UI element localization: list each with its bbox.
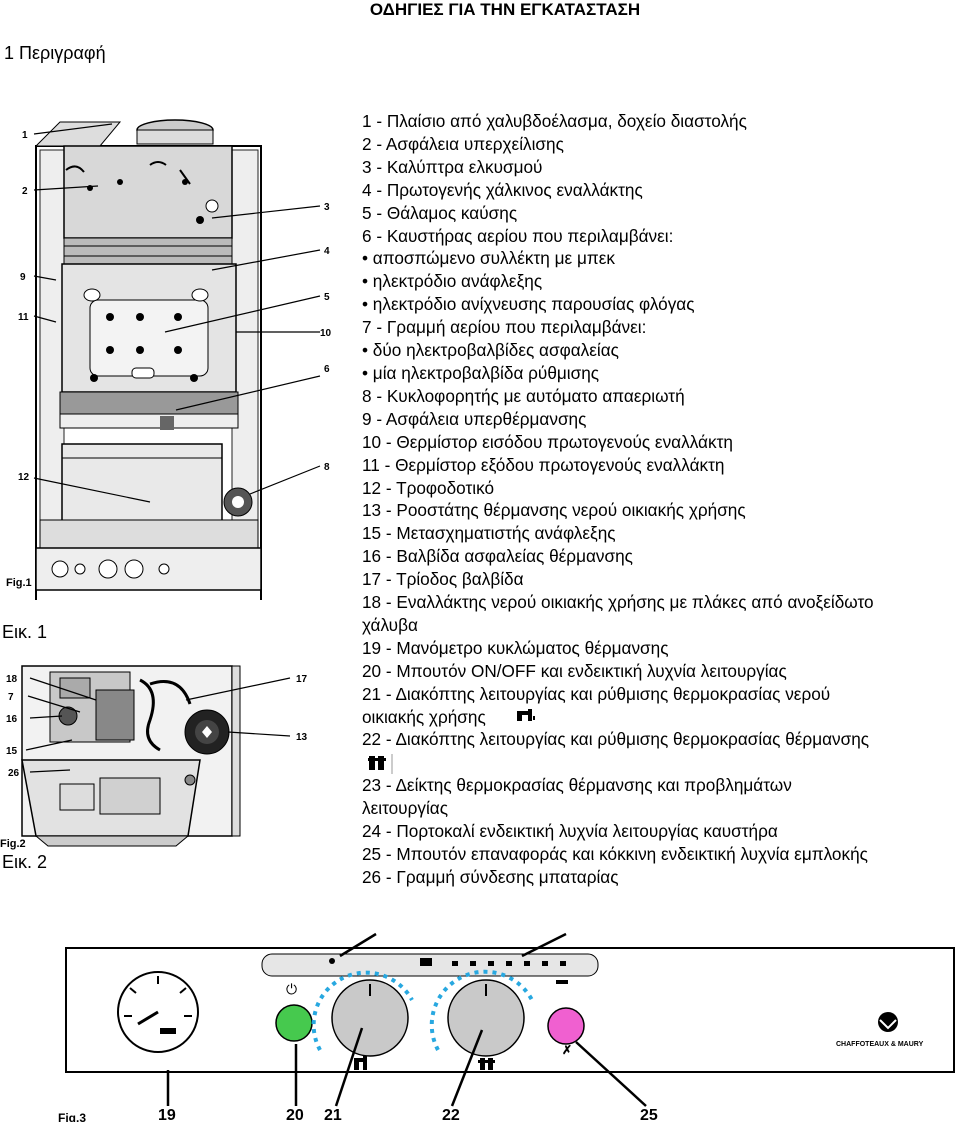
fig3-small-label: Fig.3 (58, 1111, 86, 1122)
legend-item: • ηλεκτρόδιο ανίχνευσης παρουσίας φλόγας (362, 294, 695, 315)
fig1-small-label: Fig.1 (6, 577, 32, 589)
control-panel-figure: ⏻ ✗ CHAFFOTEAUX & MAURY 19 20 21 22 2 (58, 932, 955, 1122)
legend-item: 6 - Καυστήρας αερίου που περιλαμβάνει: (362, 225, 674, 246)
legend-item: • δύο ηλεκτροβαλβίδες ασφαλείας (362, 340, 619, 361)
legend-item: 25 - Μπουτόν επαναφοράς και κόκκινη ενδε… (362, 843, 868, 864)
legend-item: 3 - Καλύπτρα ελκυσμού (362, 156, 543, 177)
callout-5: 5 (324, 292, 330, 303)
callout-17: 17 (296, 674, 308, 685)
legend-item: 10 - Θερμίστορ εισόδου πρωτογενούς εναλλ… (362, 431, 733, 452)
legend-item: 26 - Γραμμή σύνδεσης μπαταρίας (362, 866, 619, 887)
legend-item: 9 - Ασφάλεια υπερθέρμανσης (362, 408, 587, 429)
parts-legend: 1 - Πλαίσιο από χαλυβδοέλασμα, δοχείο δι… (362, 110, 874, 889)
callout-13: 13 (296, 732, 308, 743)
legend-item: 24 - Πορτοκαλί ενδεικτική λυχνία λειτουρ… (362, 821, 778, 842)
legend-item: 15 - Μετασχηματιστής ανάφλεξης (362, 523, 616, 544)
legend-item: 18 - Εναλλάκτης νερού οικιακής χρήσης με… (362, 592, 874, 613)
legend-item: 8 - Κυκλοφορητής με αυτόματο απαεριωτή (362, 385, 685, 406)
document-title: ΟΔΗΓΙΕΣ ΓΙΑ ΤΗΝ ΕΓΚΑΤΑΣΤΑΣΗ (369, 0, 641, 19)
legend-item: 17 - Τρίοδος βαλβίδα (362, 569, 524, 590)
fig2-small-label: Fig.2 (0, 838, 26, 850)
callout-12: 12 (18, 472, 30, 483)
callout-18: 18 (6, 674, 18, 685)
callout-16: 16 (6, 714, 18, 725)
reset-icon: ✗ (562, 1043, 572, 1057)
callout-19: 19 (158, 1107, 176, 1122)
boiler-figure-2: 18 7 16 15 26 17 13 (6, 665, 308, 847)
callout-1: 1 (22, 130, 28, 141)
tap-icon (517, 709, 535, 721)
callout-9: 9 (20, 272, 26, 283)
callout-21: 21 (324, 1107, 342, 1122)
legend-item: 12 - Τροφοδοτικό (362, 477, 495, 498)
legend-item: 4 - Πρωτογενής χάλκινος εναλλάκτης (362, 179, 643, 200)
legend-item: 7 - Γραμμή αερίου που περιλαμβάνει: (362, 317, 647, 338)
legend-item: 21 - Διακόπτης λειτουργίας και ρύθμισης … (362, 683, 831, 704)
brand-logo: CHAFFOTEAUX & MAURY (836, 1041, 924, 1048)
callout-22: 22 (442, 1107, 460, 1122)
legend-item: 1 - Πλαίσιο από χαλυβδοέλασμα, δοχείο δι… (362, 111, 747, 131)
legend-item: • μία ηλεκτροβαλβίδα ρύθμισης (362, 362, 600, 383)
callout-25: 25 (640, 1107, 658, 1122)
radiator-icon (368, 754, 393, 774)
callout-26: 26 (8, 768, 20, 779)
legend-item: 19 - Μανόμετρο κυκλώματος θέρμανσης (362, 637, 669, 658)
legend-item: λειτουργίας (362, 798, 448, 819)
callout-2: 2 (22, 186, 28, 197)
power-icon: ⏻ (286, 981, 297, 997)
callout-10: 10 (320, 328, 332, 339)
legend-item: • αποσπώμενο συλλέκτη με μπεκ (362, 248, 615, 269)
fig2-caption: Εικ. 2 (2, 852, 48, 872)
fig1-caption: Εικ. 1 (2, 622, 48, 642)
legend-item: 20 - Μπουτόν ON/OFF και ενδεικτική λυχνί… (362, 660, 787, 681)
callout-7: 7 (8, 692, 14, 703)
boiler-figure-1: 1 2 9 11 12 3 4 5 10 6 8 (18, 119, 332, 600)
callout-15: 15 (6, 746, 18, 757)
callout-20: 20 (286, 1107, 304, 1122)
callout-3: 3 (324, 202, 330, 213)
legend-item: 2 - Ασφάλεια υπερχείλισης (362, 133, 564, 154)
legend-item: • ηλεκτρόδιο ανάφλεξης (362, 271, 543, 292)
legend-item: 23 - Δείκτης θερμοκρασίας θέρμανσης και … (362, 775, 792, 796)
callout-11: 11 (18, 312, 29, 323)
legend-item: 16 - Βαλβίδα ασφαλείας θέρμανσης (362, 546, 633, 567)
legend-item: 5 - Θάλαμος καύσης (362, 202, 518, 223)
legend-item: 13 - Ροοστάτης θέρμανσης νερού οικιακής … (362, 500, 746, 521)
callout-8: 8 (324, 462, 330, 473)
legend-item: 22 - Διακόπτης λειτουργίας και ρύθμισης … (362, 729, 870, 750)
section-heading: 1 Περιγραφή (4, 43, 106, 63)
legend-item (362, 751, 874, 774)
legend-item: οικιακής χρήσης (362, 706, 486, 727)
callout-4: 4 (324, 246, 330, 257)
legend-item: 11 - Θερμίστορ εξόδου πρωτογενούς εναλλά… (362, 454, 725, 475)
callout-6: 6 (324, 364, 330, 375)
legend-item: χάλυβα (362, 614, 418, 635)
